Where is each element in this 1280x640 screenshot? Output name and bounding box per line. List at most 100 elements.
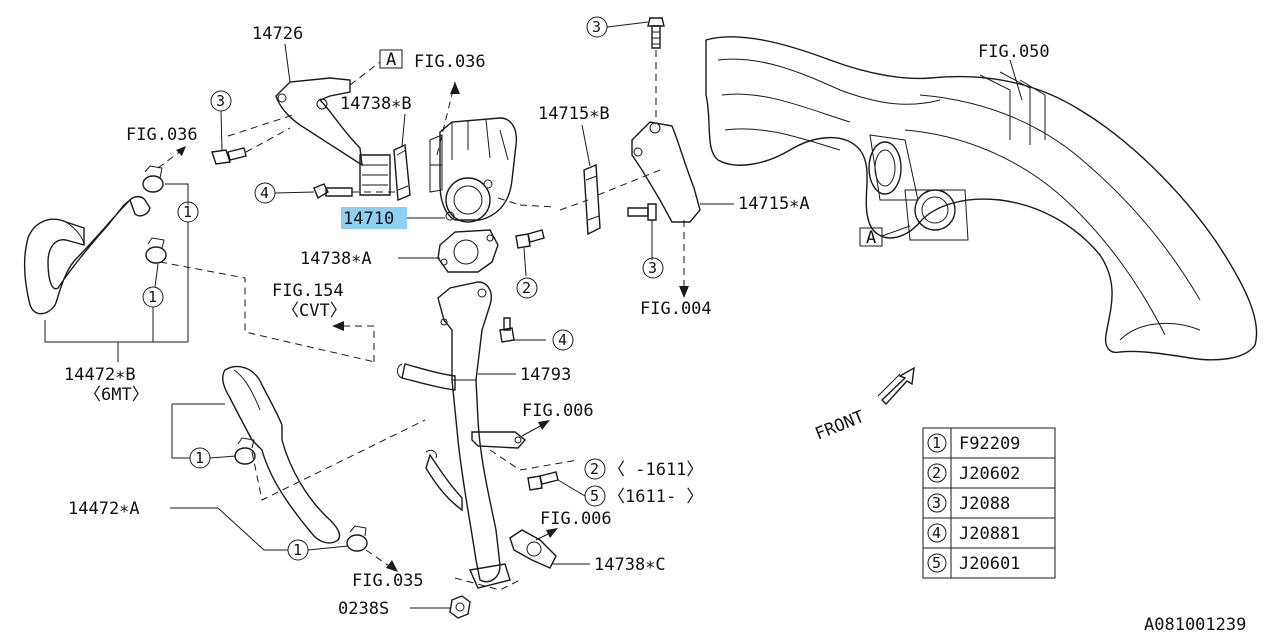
- legend-part-number[interactable]: J2088: [959, 494, 1010, 514]
- gasket-14738c: [509, 529, 557, 569]
- fig036-top-label[interactable]: FIG.036: [414, 52, 486, 72]
- svg-text:4: 4: [558, 331, 567, 349]
- part-14793-label[interactable]: 14793: [520, 365, 571, 385]
- callout-1-lower: 1: [189, 447, 211, 469]
- svg-text:3: 3: [592, 18, 601, 36]
- svg-text:1: 1: [148, 288, 157, 306]
- part-14738a-label[interactable]: 14738∗A: [300, 249, 372, 269]
- legend-key-circle: [927, 523, 947, 543]
- fig004-label[interactable]: FIG.004: [640, 299, 712, 319]
- part-0238s-label[interactable]: 0238S: [338, 599, 389, 619]
- fig035-label[interactable]: FIG.035: [352, 571, 424, 591]
- arrow-fig036-left: [176, 146, 186, 156]
- arrow-fig154: [332, 321, 344, 331]
- flange-bottom: [468, 563, 511, 589]
- parts-legend-table: 1 F92209 2 J20602 3 J2088 4 J20881 5 J20601: [922, 427, 1056, 579]
- legend-frame: [922, 427, 1056, 579]
- svg-text:4: 4: [260, 184, 269, 202]
- part-14472b-label[interactable]: 14472∗B: [64, 365, 136, 385]
- part-14472a-label[interactable]: 14472∗A: [68, 499, 140, 519]
- svg-text:1: 1: [183, 203, 192, 221]
- legend-key-circle: [927, 463, 947, 483]
- front-label: FRONT: [812, 407, 867, 445]
- callout-3-left: 3: [210, 90, 232, 112]
- ref-box-a-top: [379, 49, 403, 69]
- legend-key-circle: [927, 493, 947, 513]
- arrow-fig036-top: [450, 82, 460, 94]
- part-14715a-label[interactable]: 14715∗A: [738, 194, 810, 214]
- callout-4-left: 4: [254, 182, 276, 204]
- legend-part-number[interactable]: J20601: [959, 554, 1020, 574]
- legend-row: 4 J20881: [927, 523, 1020, 544]
- part-14710-highlight: [341, 207, 407, 229]
- legend-row: 5 J20601: [927, 553, 1020, 574]
- legend-key: 2: [932, 464, 941, 482]
- fig036-left-label[interactable]: FIG.036: [126, 125, 198, 145]
- bolt-upper-left: [211, 147, 247, 165]
- part-14738c-label[interactable]: 14738∗C: [594, 555, 666, 575]
- svg-text:2: 2: [590, 460, 599, 478]
- drawing-id: A081001239: [1144, 615, 1246, 635]
- gasket-14715b: [583, 163, 601, 236]
- egr-valve: [429, 117, 518, 223]
- callout-4-mid: 4: [552, 329, 574, 351]
- callout-2-bottom: 2: [584, 458, 606, 480]
- callout-1-right: 1: [177, 201, 199, 223]
- callout-1-bottom: 1: [287, 539, 309, 561]
- callout-2-mid: 2: [516, 277, 538, 299]
- bracket-fig006-a: [471, 431, 527, 449]
- cvt-label: 〈CVT〉: [282, 301, 347, 321]
- arrow-fig006-b: [546, 528, 558, 538]
- part-14710-label[interactable]: 14710: [343, 209, 394, 229]
- legend-key-circle: [927, 433, 947, 453]
- front-indicator: [877, 366, 915, 406]
- fig154-label[interactable]: FIG.154: [272, 281, 344, 301]
- legend-part-number[interactable]: F92209: [959, 434, 1020, 454]
- svg-text:1: 1: [195, 449, 204, 467]
- part-14738b-label[interactable]: 14738∗B: [340, 94, 412, 114]
- clamp-left-top: [142, 165, 164, 193]
- hose-14472a: [222, 365, 341, 544]
- callout-5-bottom: 5: [584, 485, 606, 507]
- clamp-left-mid: [145, 237, 167, 264]
- nut-0238s: [449, 595, 471, 619]
- mt6-label: 〈6MT〉: [84, 385, 149, 405]
- arrow-fig004: [679, 286, 689, 298]
- callout-1-mid: 1: [142, 286, 164, 308]
- hose-14472b: [24, 195, 151, 315]
- arrow-fig035: [386, 560, 398, 572]
- legend-key: 3: [932, 494, 941, 512]
- legend-part-number[interactable]: J20881: [959, 524, 1020, 544]
- range-5-label: 〈1611- 〉: [608, 487, 703, 507]
- svg-text:2: 2: [522, 279, 531, 297]
- legend-row: 1 F92209: [927, 433, 1020, 454]
- bolt-top: [647, 17, 665, 49]
- ref-box-a-right: [859, 227, 883, 247]
- clamp-lower-2: [346, 525, 368, 552]
- arrow-fig006-a: [538, 420, 550, 430]
- legend-row: 3 J2088: [927, 493, 1010, 514]
- fig050-label[interactable]: FIG.050: [978, 42, 1050, 62]
- legend-key: 5: [932, 554, 941, 572]
- callout-3-bottom: 3: [642, 257, 664, 279]
- legend-row: 2 J20602: [927, 463, 1020, 484]
- range-2-label: 〈 -1611〉: [608, 460, 703, 480]
- legend-key: 4: [932, 524, 941, 542]
- fig006-b-label[interactable]: FIG.006: [540, 509, 612, 529]
- callout-3-top: 3: [586, 16, 608, 38]
- gasket-14738a: [437, 229, 499, 273]
- legend-key: 1: [932, 434, 941, 452]
- bolt-range: [527, 471, 559, 491]
- part-14715b-label[interactable]: 14715∗B: [538, 104, 610, 124]
- bolt-14710-left: [313, 183, 353, 200]
- ref-a-right-label: A: [866, 228, 876, 248]
- bolt-14715a: [627, 203, 657, 221]
- part-14726-label[interactable]: 14726: [252, 24, 303, 44]
- legend-part-number[interactable]: J20602: [959, 464, 1020, 484]
- gasket-14738b: [393, 143, 411, 202]
- legend-key-circle: [927, 553, 947, 573]
- clamp-lower-1: [234, 437, 256, 465]
- svg-text:3: 3: [216, 92, 225, 110]
- fig006-a-label[interactable]: FIG.006: [522, 401, 594, 421]
